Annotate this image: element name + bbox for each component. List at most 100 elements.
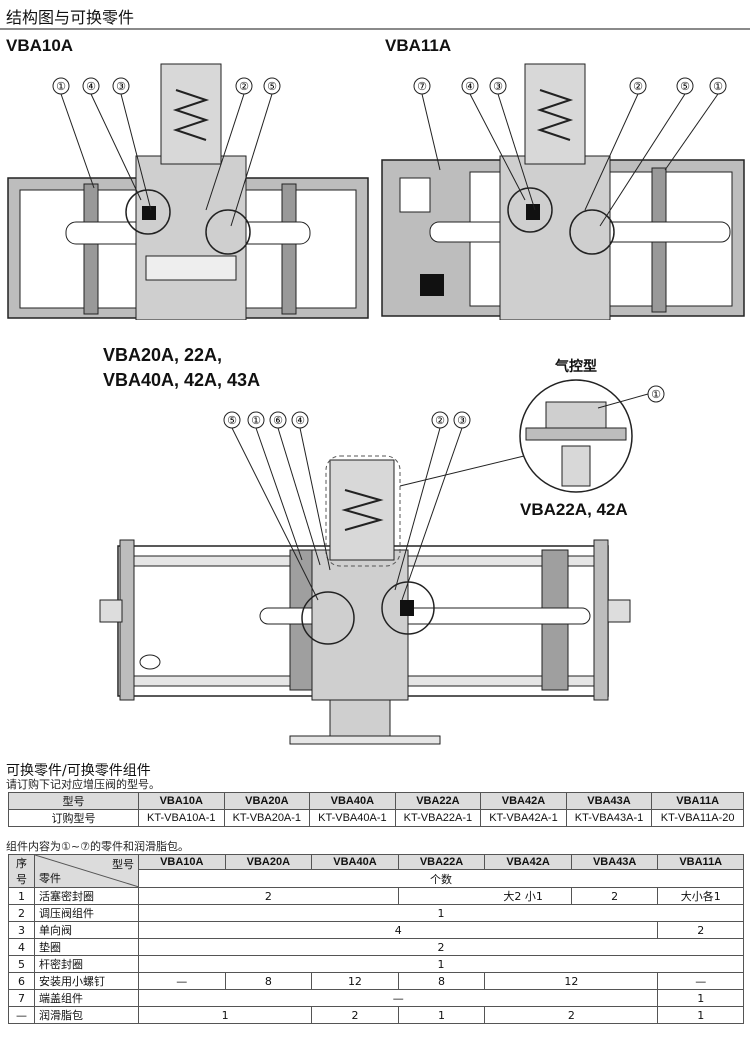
vba10a-callouts: ① ④ ③ ② ⑤ <box>52 77 281 227</box>
parts-model-label: 型号 <box>112 858 134 871</box>
row-name: 杆密封圈 <box>34 955 139 973</box>
page-title: 结构图与可换零件 <box>6 8 135 27</box>
row-name: 润滑脂包 <box>34 1006 139 1024</box>
row-cell: 1 <box>138 904 744 922</box>
row-no: 1 <box>8 887 35 905</box>
callout-3: ③ <box>116 81 126 93</box>
order-table-model-header: 型号 <box>8 792 139 810</box>
order-model-3: VBA22A <box>394 792 482 810</box>
model-label-vba22a: VBA22A, 42A <box>520 500 628 519</box>
row-cell: — <box>657 972 744 990</box>
row-cell: 8 <box>397 972 486 990</box>
vba10a-section-drawing: ① ④ ③ ② ⑤ <box>7 63 369 320</box>
parts-model-4: VBA42A <box>484 853 572 871</box>
row-cell: 12 <box>484 972 659 990</box>
row-no: 3 <box>8 921 35 939</box>
callout-7: ⑦ <box>417 81 427 93</box>
order-model-2: VBA40A <box>309 792 396 810</box>
order-model-4: VBA42A <box>480 792 567 810</box>
parts-part-label: 零件 <box>39 872 61 885</box>
vba11a-callouts: ⑦ ④ ③ ② ⑤ ① <box>413 77 727 227</box>
callout-5: ⑤ <box>267 81 277 93</box>
row-cell: 1 <box>138 955 744 973</box>
row-cell: — <box>137 989 659 1007</box>
row-name: 活塞密封圈 <box>34 887 139 905</box>
table-row: 2 调压阀组件 1 <box>8 904 744 922</box>
pilot-callouts: ① <box>597 385 665 409</box>
order-code-2: KT-VBA40A-1 <box>309 809 396 827</box>
row-name: 安装用小螺钉 <box>34 972 139 990</box>
replace-section-title: 可换零件/可换零件组件 <box>6 763 151 779</box>
order-code-1: KT-VBA20A-1 <box>223 809 311 827</box>
row-no: 5 <box>8 955 35 973</box>
callout-2: ② <box>435 415 445 427</box>
parts-diag-header: 型号 零件 <box>34 854 139 888</box>
parts-model-0: VBA10A <box>138 853 226 871</box>
diagonal-divider <box>35 855 139 887</box>
model-label-vba20a-line1: VBA20A, 22A, <box>103 345 223 365</box>
parts-section-note: 组件内容为①~⑦的零件和润滑脂包。 <box>6 840 189 853</box>
callout-3: ③ <box>493 81 503 93</box>
vba11a-section-drawing: ⑦ ④ ③ ② ⑤ ① <box>381 63 745 320</box>
parts-model-5: VBA43A <box>570 853 659 871</box>
callout-1: ① <box>713 81 723 93</box>
replace-section-note: 请订购下记对应增压阀的型号。 <box>6 778 160 791</box>
order-code-3: KT-VBA22A-1 <box>394 809 482 827</box>
callout-4: ④ <box>295 415 305 427</box>
parts-table: 序号 型号 零件 VBA10A VBA20A VBA40A VBA22A VBA… <box>8 853 744 1024</box>
row-cell: 2 <box>657 921 744 939</box>
row-cell: 12 <box>311 972 399 990</box>
pilot-type-inset-drawing: ① <box>519 379 665 493</box>
row-name: 端盖组件 <box>34 989 139 1007</box>
order-model-1: VBA20A <box>223 792 311 810</box>
table-row: 3 单向阀 4 2 <box>8 921 744 939</box>
row-no: — <box>8 1006 35 1024</box>
row-name: 垫圈 <box>34 938 139 956</box>
row-cell: 1 <box>137 1006 313 1024</box>
order-table: 型号 VBA10A VBA20A VBA40A VBA22A VBA42A VB… <box>8 792 744 827</box>
table-row: 4 垫圈 2 <box>8 938 744 956</box>
row-cell: 2 <box>138 887 399 905</box>
order-code-4: KT-VBA42A-1 <box>480 809 567 827</box>
row-cell: 2 <box>484 1006 659 1024</box>
table-row: — 润滑脂包 1 2 1 2 1 <box>8 1006 744 1024</box>
table-row: 1 活塞密封圈 2 大2 小1 2 大小各1 <box>8 887 744 905</box>
parts-qty-header: 个数 <box>138 869 744 888</box>
callout-6: ⑥ <box>273 415 283 427</box>
model-label-vba20a-line2: VBA40A, 42A, 43A <box>103 370 261 390</box>
row-cell: 1 <box>397 1006 486 1024</box>
parts-no-header: 序号 <box>8 854 35 888</box>
vba20a-callouts: ⑤ ① ⑥ ④ ② ③ <box>223 411 471 601</box>
row-cell: 2 <box>311 1006 399 1024</box>
row-cell: — <box>138 972 226 990</box>
row-no: 6 <box>8 972 35 990</box>
table-row: 6 安装用小螺钉 — 8 12 8 12 — <box>8 972 744 990</box>
callout-1: ① <box>651 389 661 401</box>
parts-model-1: VBA20A <box>224 853 313 871</box>
callout-5: ⑤ <box>680 81 690 93</box>
table-row: 7 端盖组件 — 1 <box>8 989 744 1007</box>
callout-5: ⑤ <box>227 415 237 427</box>
order-model-6: VBA11A <box>651 792 744 810</box>
row-no: 7 <box>8 989 35 1007</box>
order-model-5: VBA43A <box>565 792 653 810</box>
callout-1: ① <box>56 81 66 93</box>
callout-3: ③ <box>457 415 467 427</box>
order-code-5: KT-VBA43A-1 <box>565 809 653 827</box>
model-label-vba10a: VBA10A <box>6 36 74 55</box>
callout-4: ④ <box>86 81 96 93</box>
model-label-vba11a: VBA11A <box>385 36 452 55</box>
order-label: 订购型号 <box>8 809 139 827</box>
row-cell: 1 <box>657 1006 744 1024</box>
row-name: 调压阀组件 <box>34 904 139 922</box>
row-cell: 大2 小1 <box>397 887 572 905</box>
row-name: 单向阀 <box>34 921 139 939</box>
order-code-6: KT-VBA11A-20 <box>651 809 744 827</box>
row-no: 2 <box>8 904 35 922</box>
parts-model-6: VBA11A <box>657 853 744 871</box>
order-model-0: VBA10A <box>138 792 225 810</box>
callout-2: ② <box>633 81 643 93</box>
row-cell: 2 <box>138 938 744 956</box>
parts-model-2: VBA40A <box>311 853 399 871</box>
row-cell: 1 <box>657 989 744 1007</box>
